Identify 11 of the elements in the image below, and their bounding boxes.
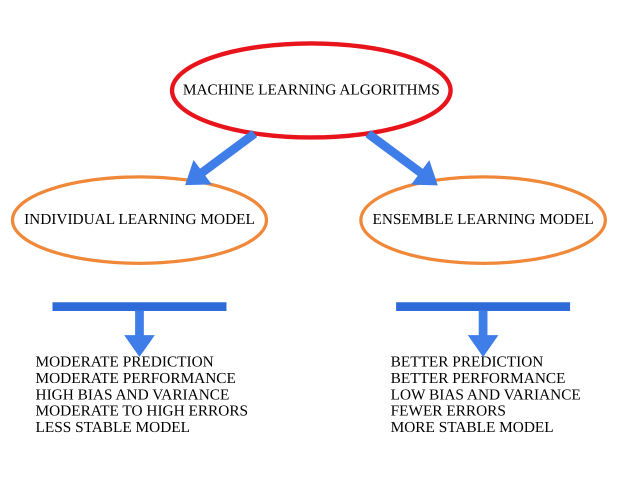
node-text: BETTER PREDICTION BETTER PERFORMANCE LOW BIAS AND VARIANCE FEWER ERRORS MORE STABLE MODEL: [390, 352, 581, 436]
node-ellipse: MACHINE LEARNING ALGORITHMS: [170, 40, 453, 140]
arrow: [185, 130, 258, 185]
node-ellipse: INDIVIDUAL LEARNING MODEL: [10, 174, 268, 264]
node-bar: [396, 302, 570, 310]
node-text: MODERATE PREDICTION MODERATE PERFORMANCE HIGH BIAS AND VARIANCE MODERATE TO HIGH ERRORS LESS STABLE MODEL: [36, 352, 248, 436]
arrow: [468, 310, 498, 357]
arrow: [365, 130, 438, 185]
node-bar: [52, 302, 226, 310]
arrow: [124, 310, 155, 357]
node-ellipse: ENSEMBLE LEARNING MODEL: [359, 174, 607, 264]
